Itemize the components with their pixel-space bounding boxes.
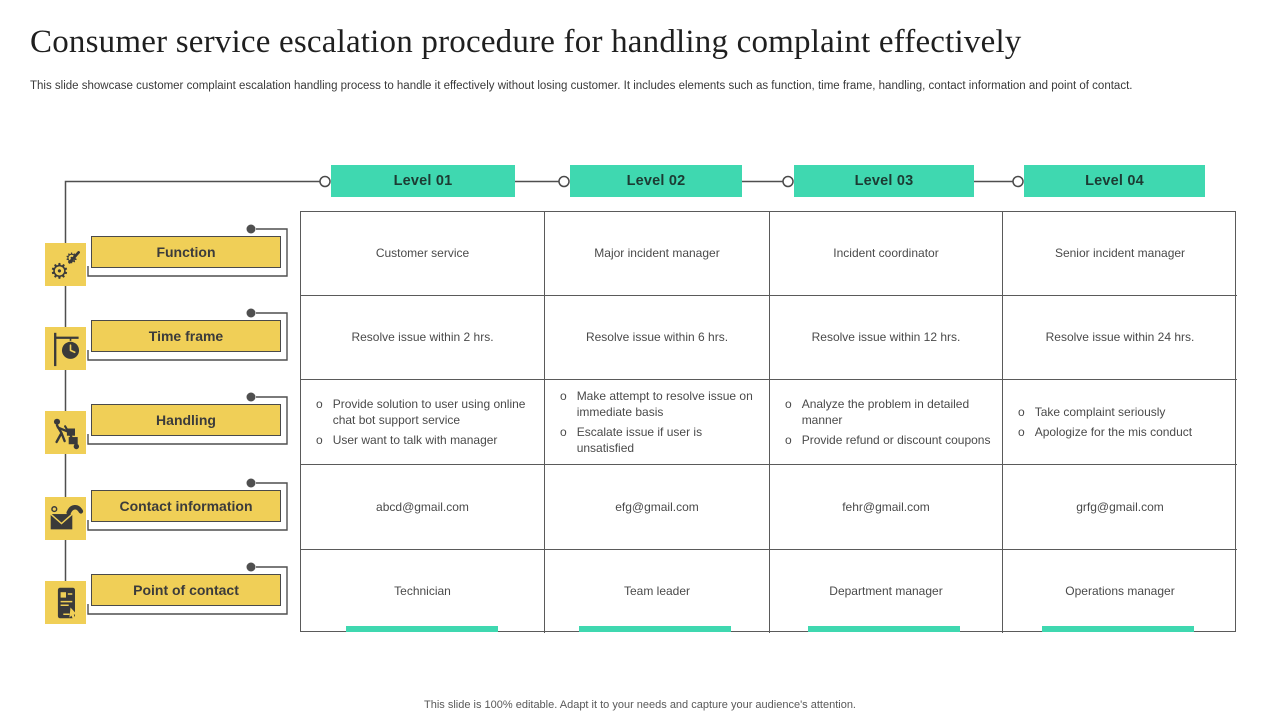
- table-cell-poc-l1: Technician: [301, 549, 544, 633]
- table-cell-contact-l4: grfg@gmail.com: [1002, 464, 1237, 549]
- handling-item: Provide refund or discount coupons: [801, 432, 991, 447]
- table-cell-function-l1: Customer service: [375, 246, 470, 261]
- list-bullet: o: [1018, 424, 1025, 439]
- list-bullet: o: [316, 397, 323, 412]
- page-title: Consumer service escalation procedure fo…: [30, 24, 1022, 60]
- handling-item: Analyze the problem in detailed manner: [801, 397, 970, 428]
- table-cell-handling-l2: o Make attempt to resolve issue on immedi…: [544, 379, 769, 464]
- level-header-1: Level 01: [331, 165, 515, 197]
- row-label-handling: Handling: [91, 404, 281, 436]
- table-cell-timeframe-l4: Resolve issue within 24 hrs.: [1002, 295, 1237, 379]
- handling-item: Provide solution to user using online ch…: [332, 397, 526, 428]
- mail-phone-icon: [49, 504, 83, 529]
- table-cell-handling-l1: o Provide solution to user using online c…: [301, 379, 544, 464]
- row-label-contact-information: Contact information: [91, 490, 281, 522]
- handling-item: Take complaint seriously: [1034, 405, 1166, 420]
- slide-subtitle: This slide showcase customer complaint e…: [30, 80, 1133, 92]
- table-cell-contact-l1: abcd@gmail.com: [301, 464, 544, 549]
- table-cell-function-l4: Senior incident manager: [1002, 212, 1237, 295]
- level-accent-bar: [346, 626, 498, 632]
- table-cell-function-l3: Incident coordinator: [769, 212, 1002, 295]
- list-bullet: o: [785, 432, 792, 447]
- table-cell-poc-l4: Operations manager: [1002, 549, 1237, 633]
- table-cell-timeframe-l1: Resolve issue within 2 hrs.: [301, 295, 544, 379]
- label-dot: [246, 308, 256, 318]
- level-accent-bar: [1042, 626, 1194, 632]
- phone-contact-icon: [57, 587, 77, 619]
- hanging-clock-icon: [53, 332, 79, 366]
- table-cell-poc-l2: Team leader: [544, 549, 769, 633]
- label-dot: [246, 224, 256, 234]
- gears-icon: ⚙ ⚙: [49, 250, 80, 284]
- editable-note: This slide is 100% editable. Adapt it to…: [424, 699, 856, 711]
- level-header-4: Level 04: [1024, 165, 1205, 197]
- node-circle: [1012, 175, 1024, 188]
- table-cell-contact-l2: efg@gmail.com: [544, 464, 769, 549]
- contact-info-icon-tile: [45, 497, 86, 540]
- escalation-table: Customer service Major incident manager …: [300, 211, 1237, 633]
- table-cell-timeframe-l2: Resolve issue within 6 hrs.: [544, 295, 769, 379]
- level-header-3: Level 03: [794, 165, 974, 197]
- handling-icon-tile: [45, 411, 86, 454]
- timeframe-icon-tile: [45, 327, 86, 370]
- table-cell-poc-l3: Department manager: [769, 549, 1002, 633]
- handling-item: Apologize for the mis conduct: [1034, 424, 1193, 439]
- list-bullet: o: [560, 389, 567, 404]
- table-cell-contact-l3: fehr@gmail.com: [769, 464, 1002, 549]
- table-cell-function-l2: Major incident manager: [544, 212, 769, 295]
- list-bullet: o: [316, 432, 323, 447]
- point-of-contact-icon-tile: [45, 581, 86, 624]
- hand-truck-icon: [53, 418, 79, 449]
- level-header-2: Level 02: [570, 165, 742, 197]
- list-bullet: o: [560, 424, 567, 439]
- function-icon-tile: ⚙ ⚙: [45, 243, 86, 286]
- level-accent-bar: [808, 626, 960, 632]
- handling-item: Escalate issue if user is unsatisfied: [576, 424, 703, 455]
- level-accent-bar: [579, 626, 731, 632]
- node-circle: [782, 175, 794, 188]
- row-label-function: Function: [91, 236, 281, 268]
- label-dot: [246, 478, 256, 488]
- handling-item: User want to talk with manager: [332, 432, 498, 447]
- row-label-point-of-contact: Point of contact: [91, 574, 281, 606]
- list-bullet: o: [1018, 405, 1025, 420]
- node-circle: [319, 175, 331, 188]
- label-dot: [246, 562, 256, 572]
- label-dot: [246, 392, 256, 402]
- handling-item: Make attempt to resolve issue on immedia…: [576, 389, 753, 420]
- node-circle: [558, 175, 570, 188]
- table-cell-timeframe-l3: Resolve issue within 12 hrs.: [769, 295, 1002, 379]
- list-bullet: o: [785, 397, 792, 412]
- row-label-time-frame: Time frame: [91, 320, 281, 352]
- svg-text:⚙: ⚙: [49, 259, 68, 284]
